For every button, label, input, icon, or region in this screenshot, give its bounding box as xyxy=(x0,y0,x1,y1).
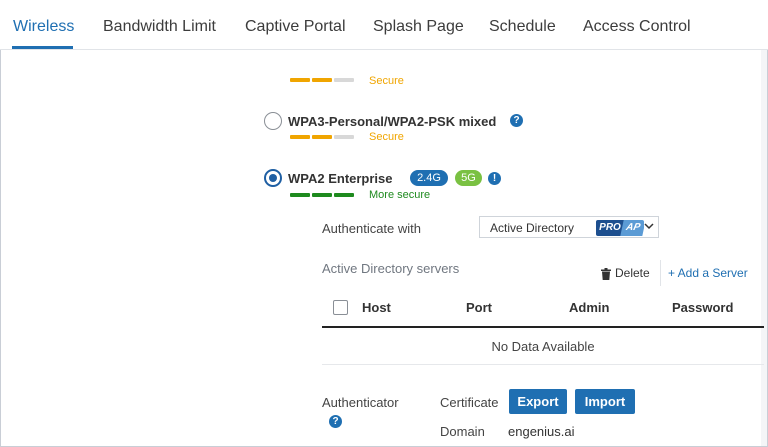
select-all-checkbox[interactable] xyxy=(333,300,348,315)
table-header: Host Port Admin Password xyxy=(322,290,764,328)
pro-badge-text: PRO xyxy=(596,220,624,236)
column-header-host: Host xyxy=(362,300,391,315)
export-button[interactable]: Export xyxy=(509,389,567,414)
authenticator-label: Authenticator xyxy=(322,395,399,410)
tab-schedule[interactable]: Schedule xyxy=(489,18,556,35)
import-button[interactable]: Import xyxy=(575,389,635,414)
ap-badge-text: AP xyxy=(620,220,644,236)
radio-wpa3-mixed[interactable] xyxy=(264,112,282,130)
chevron-down-icon xyxy=(644,221,654,234)
table-header-divider xyxy=(322,326,764,328)
question-circle-icon[interactable]: ? xyxy=(510,114,523,127)
question-circle-icon[interactable]: ? xyxy=(329,415,342,428)
pro-ap-badge: PRO AP xyxy=(596,220,644,236)
tab-access-control[interactable]: Access Control xyxy=(583,18,691,35)
exclamation-circle-icon[interactable]: ! xyxy=(488,172,501,185)
tab-splash-page[interactable]: Splash Page xyxy=(373,18,464,35)
scrollbar[interactable] xyxy=(761,50,767,446)
security-strength-bar xyxy=(290,193,354,197)
active-tab-indicator xyxy=(12,46,73,49)
trash-icon[interactable] xyxy=(601,267,611,280)
security-strength-bar xyxy=(290,135,354,139)
empty-table-message: No Data Available xyxy=(491,339,595,354)
servers-title: Active Directory servers xyxy=(322,261,460,276)
authenticate-with-label: Authenticate with xyxy=(322,221,422,236)
column-header-port: Port xyxy=(466,300,492,315)
select-value: Active Directory xyxy=(490,221,575,235)
column-header-admin: Admin xyxy=(569,300,610,315)
authenticate-with-select[interactable]: Active Directory PRO AP xyxy=(479,216,659,238)
tab-captive-portal[interactable]: Captive Portal xyxy=(245,18,346,35)
table-row-divider xyxy=(322,364,764,365)
certificate-label: Certificate xyxy=(440,395,499,410)
option-label-wpa2-enterprise: WPA2 Enterprise xyxy=(288,171,393,186)
badge-2-4g: 2.4G xyxy=(410,170,448,186)
delete-button[interactable]: Delete xyxy=(615,266,650,280)
domain-value: engenius.ai xyxy=(508,424,575,439)
radio-wpa2-enterprise[interactable] xyxy=(264,169,282,187)
action-divider xyxy=(660,260,661,286)
tab-bar: Wireless Bandwidth Limit Captive Portal … xyxy=(0,0,768,50)
security-level-text: More secure xyxy=(369,189,431,201)
security-strength-bar xyxy=(290,78,354,82)
column-header-password: Password xyxy=(672,300,734,315)
add-server-button[interactable]: + Add a Server xyxy=(668,266,748,280)
security-level-text: Secure xyxy=(369,75,404,87)
domain-label: Domain xyxy=(440,424,485,439)
tab-bandwidth-limit[interactable]: Bandwidth Limit xyxy=(103,18,216,35)
option-label-wpa3-mixed: WPA3-Personal/WPA2-PSK mixed xyxy=(288,114,497,129)
badge-5g: 5G xyxy=(455,170,482,186)
tab-wireless[interactable]: Wireless xyxy=(13,18,75,35)
security-level-text: Secure xyxy=(369,131,404,143)
